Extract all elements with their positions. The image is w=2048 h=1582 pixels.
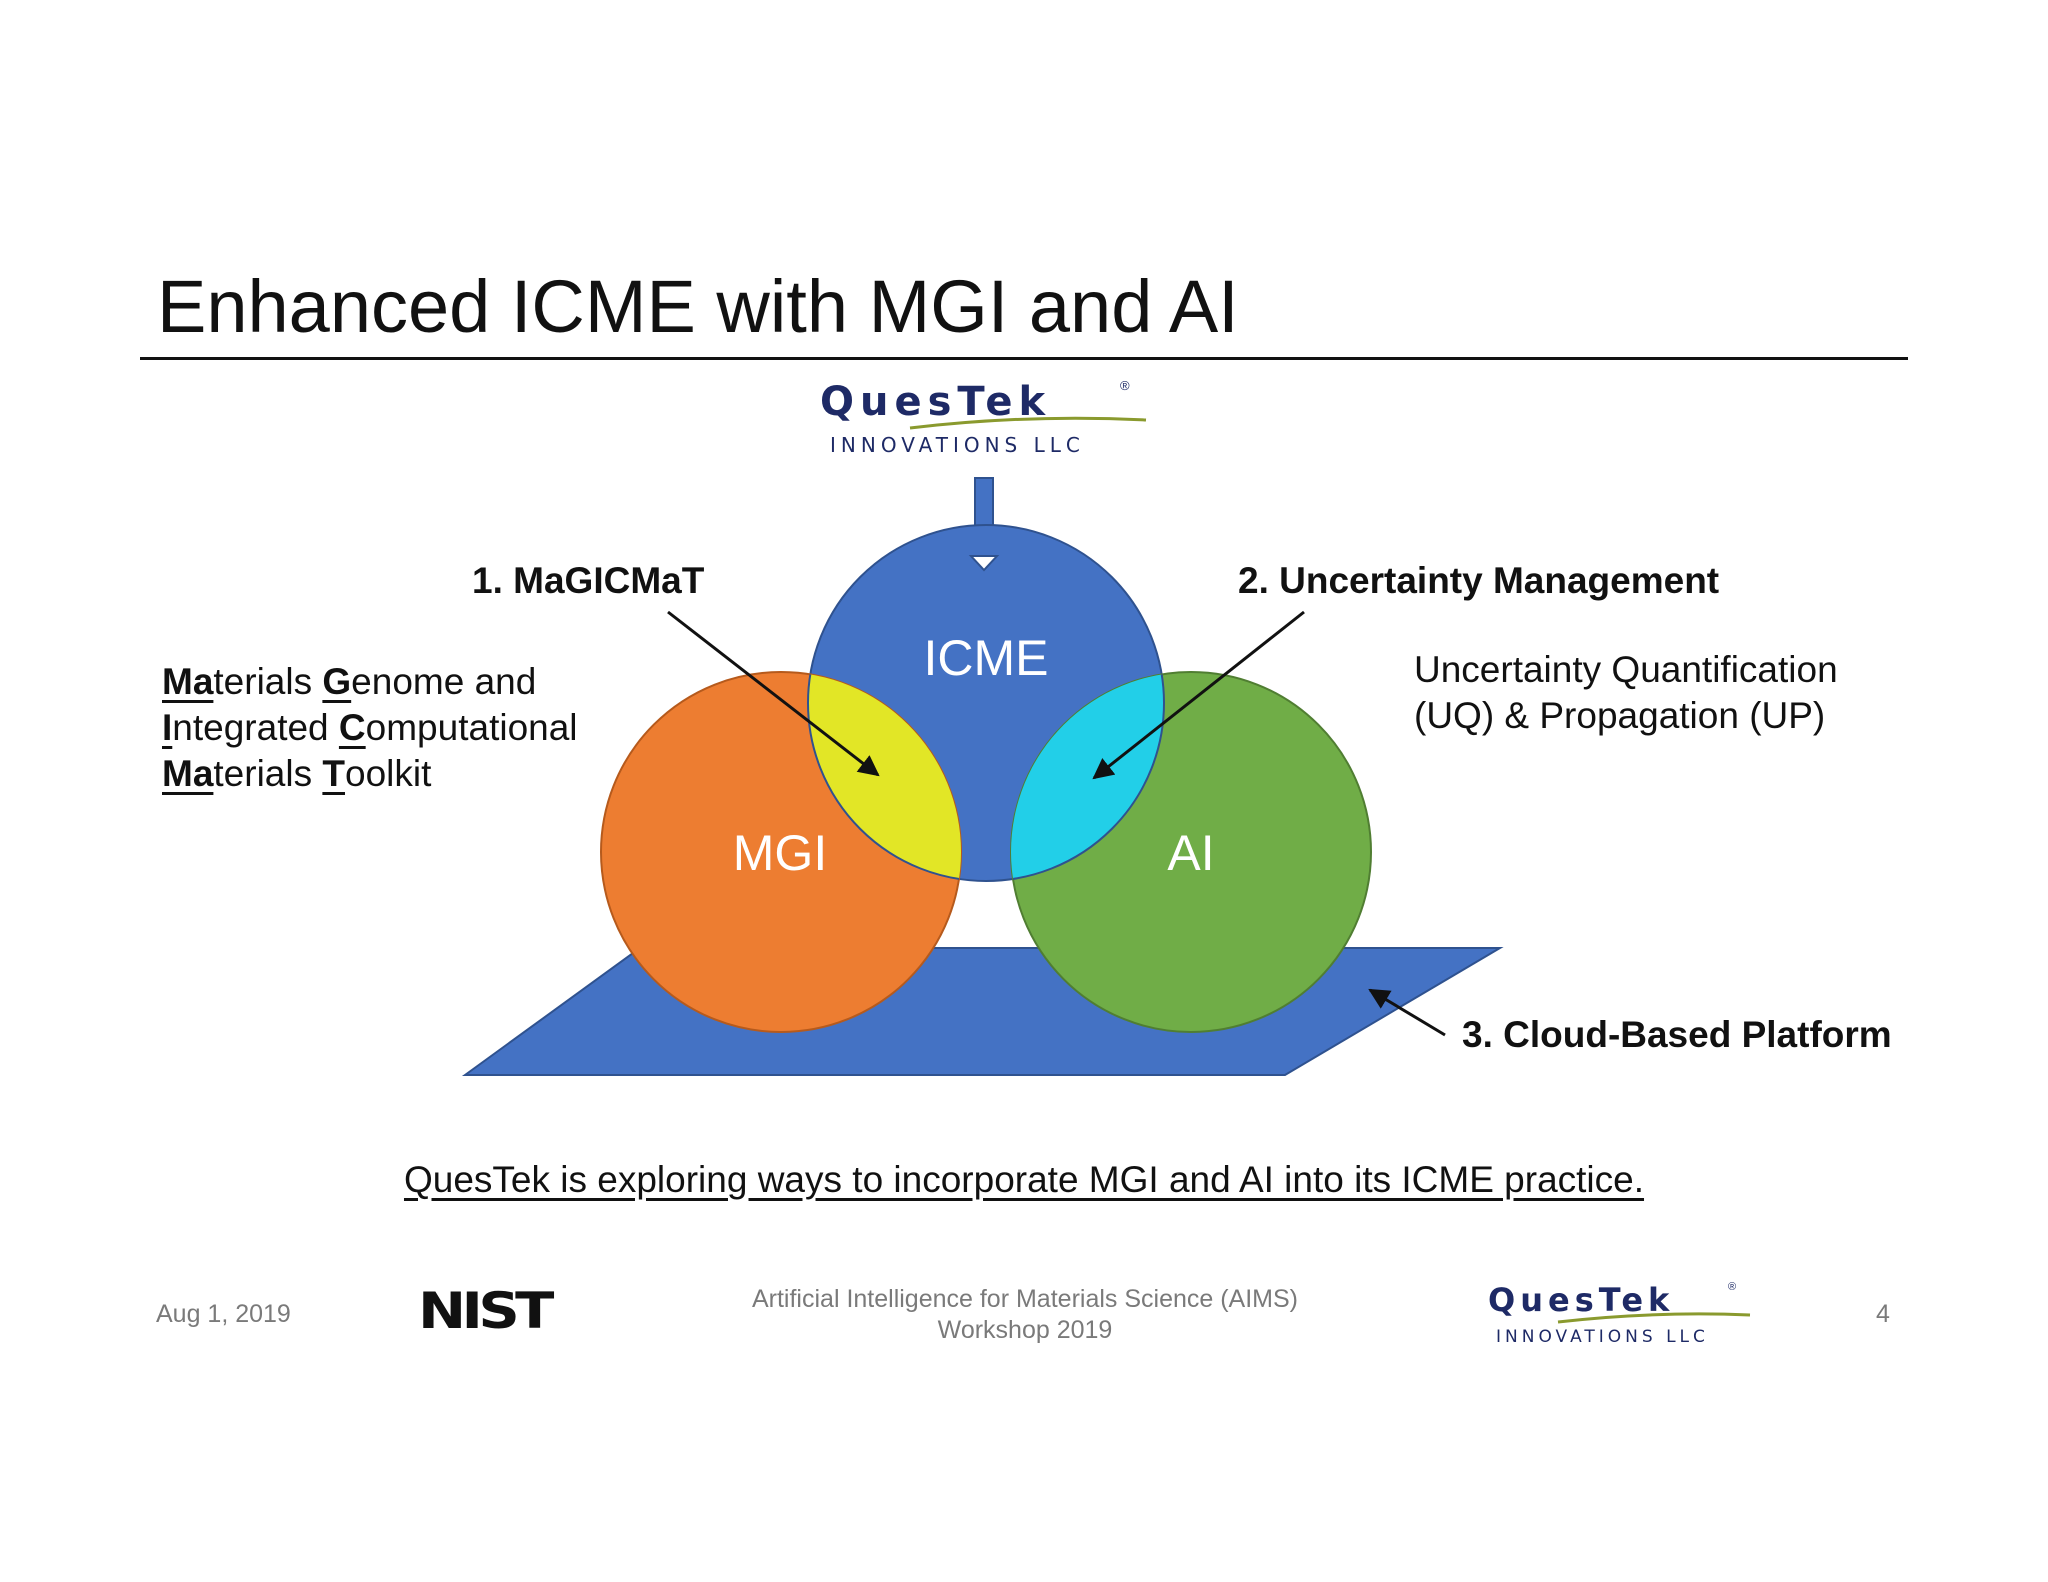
mgi-icme-overlap [807, 672, 961, 882]
acronym-letters: Ma [162, 661, 214, 702]
footer-event-line: Workshop 2019 [937, 1316, 1113, 1344]
slide-title: Enhanced ICME with MGI and AI [157, 265, 1239, 348]
questek-logo-wordmark: QuesTek [820, 379, 1052, 425]
questek-logo-subtitle: INNOVATIONS LLC [830, 433, 1085, 457]
cloud-platform [461, 947, 1504, 1076]
desc-text: oolkit [345, 753, 432, 794]
acronym-letters: I [162, 707, 173, 748]
tagline: QuesTek is exploring ways to incorporate… [403, 1159, 1645, 1200]
ai-label: AI [1167, 825, 1214, 881]
footer-event: Artificial Intelligence for Materials Sc… [700, 1284, 1350, 1346]
magicmat-description: Materials Genome and Integrated Computat… [162, 659, 578, 797]
desc-text: terials [213, 661, 323, 702]
magicmat-pointer-arrow [667, 610, 880, 777]
questek-logo-footer: QuesTek ® INNOVATIONS LLC [1486, 1281, 1756, 1353]
mgi-label: MGI [733, 825, 827, 881]
uncertainty-pointer-arrow [1092, 610, 1305, 780]
registered-mark: ® [1120, 378, 1130, 393]
magicmat-desc-line: Integrated Computational [162, 705, 578, 751]
questek-logo-top: QuesTek ® INNOVATIONS LLC [818, 378, 1158, 460]
desc-text: enome and [351, 661, 537, 702]
logo-swoosh [1557, 1312, 1751, 1324]
cloud-callout: 3. Cloud-Based Platform [1462, 1014, 1892, 1055]
uq-desc-line: Uncertainty Quantification [1414, 649, 1838, 690]
magicmat-desc-line: Materials Toolkit [162, 751, 578, 797]
registered-mark: ® [1728, 1281, 1737, 1293]
title-divider [140, 357, 1908, 360]
cloud-pointer-arrow [1368, 988, 1446, 1037]
footer-date: Aug 1, 2019 [156, 1300, 291, 1328]
logo-swoosh [909, 416, 1147, 430]
page-number: 4 [1876, 1300, 1890, 1328]
acronym-letters: G [322, 661, 352, 702]
desc-text: ntegrated [172, 707, 339, 748]
icme-label: ICME [924, 630, 1049, 686]
questek-logo-subtitle: INNOVATIONS LLC [1496, 1327, 1709, 1347]
acronym-letters: C [338, 707, 366, 748]
footer-event-line: Artificial Intelligence for Materials Sc… [751, 1285, 1299, 1313]
acronym-letters: T [322, 753, 345, 794]
acronym-letters: Ma [162, 753, 214, 794]
desc-text: terials [213, 753, 323, 794]
uncertainty-callout: 2. Uncertainty Management [1238, 560, 1720, 601]
uq-description: Uncertainty Quantification (UQ) & Propag… [1414, 647, 1838, 739]
questek-logo-wordmark: QuesTek [1488, 1281, 1675, 1319]
desc-text: omputational [365, 707, 578, 748]
magicmat-callout: 1. MaGICMaT [472, 560, 705, 601]
nist-logo: NIST [418, 1282, 554, 1340]
uq-desc-line: (UQ) & Propagation (UP) [1414, 695, 1826, 736]
magicmat-desc-line: Materials Genome and [162, 659, 578, 705]
icme-input-arrow-head [968, 555, 1000, 572]
icme-ai-overlap [1011, 672, 1165, 882]
